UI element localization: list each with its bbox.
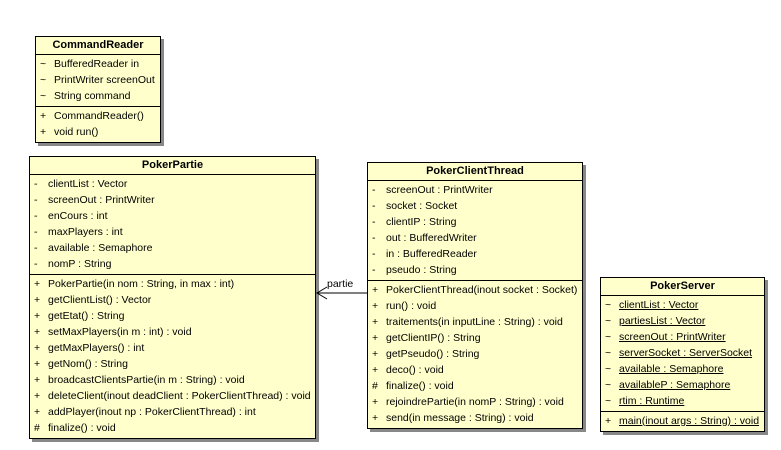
attribute-row: -in : BufferedReader [372,248,477,260]
attribute-row: ~String command [40,90,131,102]
class-poker-client-thread[interactable]: PokerClientThread -screenOut : PrintWrit… [367,162,583,429]
operation-row: +deleteClient(inout deadClient : PokerCl… [34,390,311,402]
operation-row: +getMaxPlayers() : int [34,342,145,354]
attribute-row: -clientList : Vector [34,178,128,190]
attribute-row: ~serverSocket : ServerSocket [605,347,753,359]
attribute-row: ~screenOut : PrintWriter [605,331,726,343]
attributes-section: -screenOut : PrintWriter -socket : Socke… [368,181,582,280]
operation-row: +PokerClientThread(inout socket : Socket… [372,284,578,296]
operation-row: +getEtat() : String [34,310,125,322]
attributes-section: ~BufferedReader in ~PrintWriter screenOu… [36,55,160,106]
attribute-row: ~clientList : Vector [605,299,699,311]
attribute-row: -nomP : String [34,258,112,270]
operation-row: +void run() [40,126,99,138]
attribute-row: ~partiesList : Vector [605,315,706,327]
attribute-row: ~availableP : Semaphore [605,379,731,391]
operations-section: +PokerClientThread(inout socket : Socket… [368,280,582,428]
attributes-section: -clientList : Vector -screenOut : PrintW… [30,175,315,274]
attribute-row: ~BufferedReader in [40,58,140,70]
operation-row: +PokerPartie(in nom : String, in max : i… [34,278,235,290]
operation-row: +broadcastClientsPartie(in m : String) :… [34,374,245,386]
arrowhead-icon [316,286,328,300]
operation-row: +traitements(in inputLine : String) : vo… [372,316,563,328]
attribute-row: -maxPlayers : int [34,226,123,238]
class-name: PokerServer [601,278,764,296]
operation-row: +setMaxPlayers(in m : int) : void [34,326,192,338]
attribute-row: -socket : Socket [372,200,458,212]
operation-row: #finalize() : void [34,422,116,434]
class-name: PokerPartie [30,157,315,175]
operation-row: +send(in message : String) : void [372,412,534,424]
class-name: CommandReader [36,37,160,55]
operation-row: +rejoindrePartie(in nomP : String) : voi… [372,396,564,408]
attribute-row: ~available : Semaphore [605,363,724,375]
attribute-row: -screenOut : PrintWriter [372,184,493,196]
operation-row: +getPseudo() : String [372,348,480,360]
operations-section: +main(inout args : String) : void [601,411,764,431]
attribute-row: -enCours : int [34,210,108,222]
operation-row: +deco() : void [372,364,444,376]
attributes-section: ~clientList : Vector ~partiesList : Vect… [601,296,764,411]
operation-row: +addPlayer(inout np : PokerClientThread)… [34,406,256,418]
class-poker-server[interactable]: PokerServer ~clientList : Vector ~partie… [600,277,765,432]
class-poker-partie[interactable]: PokerPartie -clientList : Vector -screen… [29,156,316,439]
association-label: partie [327,278,354,290]
operation-row: +getNom() : String [34,358,128,370]
class-name: PokerClientThread [368,163,582,181]
attribute-row: -pseudo : String [372,264,457,276]
operation-row: #finalize() : void [372,380,454,392]
attribute-row: -available : Semaphore [34,242,153,254]
operation-row: +CommandReader() [40,110,144,122]
operation-row: +getClientIP() : String [372,332,481,344]
operations-section: +CommandReader() +void run() [36,106,160,142]
attribute-row: ~PrintWriter screenOut [40,74,155,86]
class-command-reader[interactable]: CommandReader ~BufferedReader in ~PrintW… [35,36,161,143]
attribute-row: -screenOut : PrintWriter [34,194,155,206]
attribute-row: -clientIP : String [372,216,457,228]
operation-row: +run() : void [372,300,437,312]
attribute-row: -out : BufferedWriter [372,232,477,244]
operations-section: +PokerPartie(in nom : String, in max : i… [30,274,315,438]
attribute-row: ~rtim : Runtime [605,395,685,407]
operation-row: +main(inout args : String) : void [605,415,760,427]
operation-row: +getClientList() : Vector [34,294,152,306]
